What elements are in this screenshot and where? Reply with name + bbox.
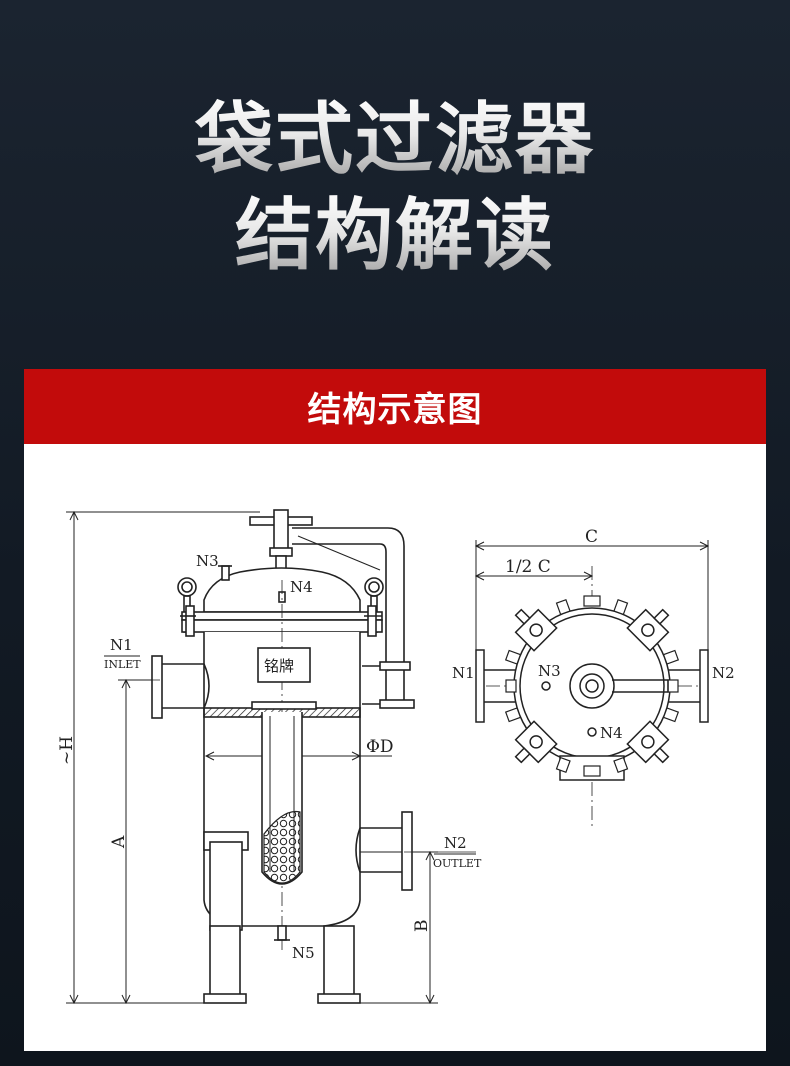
- label-dim-c: C: [585, 527, 598, 547]
- section-header: 结构示意图: [24, 369, 766, 444]
- label-n1: N1: [110, 636, 133, 654]
- outlet-nozzle: [355, 811, 476, 891]
- n5-drain: [277, 925, 287, 941]
- label-dim-d: ΦD: [366, 737, 394, 757]
- label-top-n3: N3: [538, 662, 561, 680]
- nameplate: [257, 647, 311, 683]
- hero-title: 袋式过滤器 结构解读: [0, 92, 790, 284]
- label-n3: N3: [196, 552, 219, 570]
- inlet-nozzle: [122, 655, 210, 719]
- label-inlet: INLET: [104, 658, 141, 671]
- center-hub: [569, 663, 669, 709]
- side-view-labels: N3 N4 N1 INLET 铭牌 ΦD N2 OUTLET N5 ~H A B: [57, 552, 482, 962]
- label-top-n2: N2: [712, 664, 735, 682]
- support-legs: [203, 925, 361, 1004]
- davit-arm: [292, 527, 415, 709]
- top-n3-port: [541, 681, 551, 691]
- label-n2: N2: [444, 834, 467, 852]
- top-view: [474, 540, 710, 826]
- hero-title-line-1: 袋式过滤器: [0, 92, 790, 188]
- filter-mesh: [263, 810, 301, 884]
- dimension-h: [66, 510, 260, 1005]
- lifting-handle: [249, 509, 313, 577]
- label-dim-a: A: [109, 835, 129, 849]
- label-top-n4: N4: [600, 724, 623, 742]
- n3-nozzle: [221, 565, 230, 581]
- label-dim-half-c: 1/2 C: [505, 557, 551, 577]
- hero-title-line-2: 结构解读: [0, 188, 790, 284]
- label-top-n1: N1: [452, 664, 475, 682]
- section-title: 结构示意图: [307, 390, 483, 430]
- label-n4-side: N4: [290, 578, 313, 596]
- top-n4-port: [587, 727, 597, 737]
- clamp-lugs: [504, 595, 680, 777]
- top-view-labels: C 1/2 C N1 N2 N3 N4: [452, 527, 735, 742]
- label-outlet: OUTLET: [433, 857, 482, 870]
- side-view: [66, 509, 476, 1005]
- label-dim-h: ~H: [57, 736, 77, 765]
- label-dim-b: B: [412, 920, 432, 933]
- label-nameplate: 铭牌: [264, 657, 294, 675]
- label-n5: N5: [292, 944, 315, 962]
